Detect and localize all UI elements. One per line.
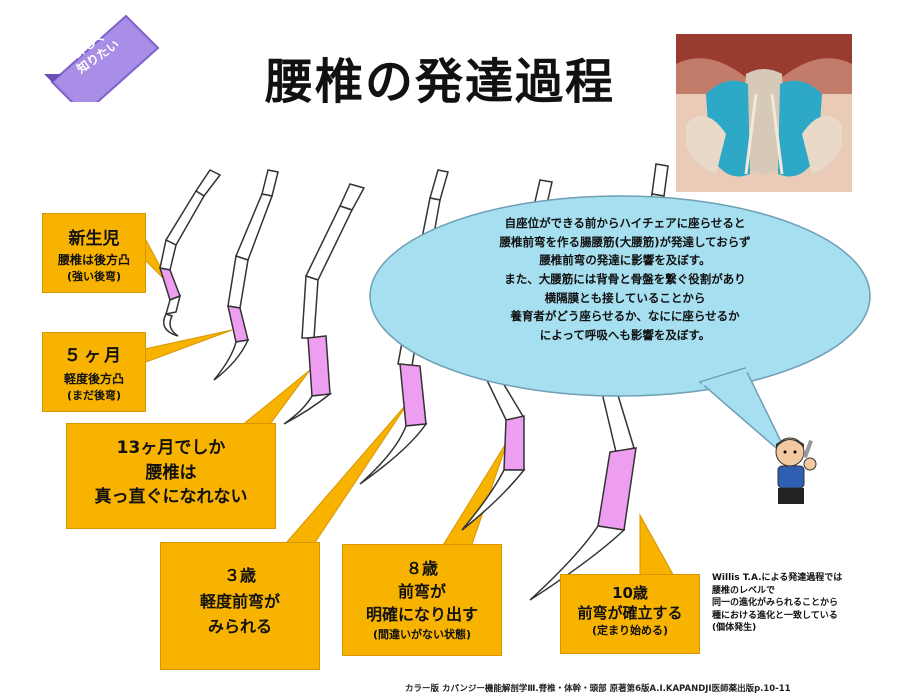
stage-five-months-line3: (まだ後弯): [66, 389, 122, 402]
ribbon-badge: [44, 14, 160, 102]
stage-eight-years-line1: ８歳: [405, 559, 438, 578]
note-line: 腰椎のレベルで: [712, 585, 776, 596]
stage-eight-years-line3: 明確になり出す: [365, 605, 478, 625]
three-years-callout-pointer: [278, 399, 411, 551]
bubble-line: また、大腰筋には背骨と骨盤を繋ぐ役割があり: [504, 271, 746, 286]
stage-eight-years-line2: 前弯が: [397, 582, 446, 602]
stage-five-months-heading: ５ヶ月: [64, 346, 124, 366]
willis-note: Willis T.A.による発達過程では 腰椎のレベルで 同一の進化がみられるこ…: [712, 572, 892, 635]
stage-newborn-line3: (強い後弯): [66, 270, 122, 283]
speech-bubble: [369, 195, 871, 461]
stage-ten-years-line2: 前弯が確立する: [577, 604, 683, 623]
stage-newborn-heading: 新生児: [68, 229, 120, 249]
note-line: 同一の進化がみられることから: [712, 598, 839, 609]
ten-years-callout-pointer: [639, 513, 676, 579]
stage-ten-years-line3: (定まり始める): [591, 623, 669, 637]
stage-five-months-box: ５ヶ月 軽度後方凸 (まだ後弯): [42, 332, 146, 412]
stage-thirteen-months-box: 13ヶ月でしか 腰椎は 真っ直ぐになれない: [66, 423, 276, 529]
bubble-line: によって呼吸へも影響を及ぼす。: [539, 327, 711, 342]
mascot-character-icon: [775, 437, 817, 504]
bubble-line: 腰椎前弯の発達に影響を及ぼす。: [539, 253, 711, 268]
page-title: 腰椎の発達過程: [265, 54, 616, 110]
source-citation: カラー版 カパンジー機能解剖学Ⅲ.脊椎・体幹・頭部 原著第6版A.I.KAPAN…: [405, 684, 791, 694]
stage-three-years-line2: 軽度前弯が: [199, 591, 280, 611]
note-line: Willis T.A.による発達過程では: [712, 573, 843, 583]
stage-three-years-line3: みられる: [207, 617, 272, 637]
stage-ten-years-box: 10歳 前弯が確立する (定まり始める): [560, 574, 700, 654]
stage-three-years-line1: ３歳: [223, 566, 256, 585]
stage-ten-years-line1: 10歳: [612, 584, 648, 602]
stage-newborn-line2: 腰椎は後方凸: [57, 253, 130, 267]
stage-thirteen-months-line2: 腰椎は: [145, 462, 197, 483]
stage-thirteen-months-line3: 真っ直ぐになれない: [94, 487, 248, 508]
bubble-line: 腰椎前弯を作る腸腰筋(大腰筋)が発達しておらず: [499, 234, 751, 249]
note-line: (個体発生): [712, 623, 757, 634]
pelvis-psoas-illustration: [676, 34, 852, 192]
spine-newborn: [158, 169, 222, 337]
stage-three-years-box: ３歳 軽度前弯が みられる: [160, 542, 320, 670]
stage-five-months-line2: 軽度後方凸: [63, 372, 124, 386]
stage-eight-years-box: ８歳 前弯が 明確になり出す (間違いがない状態): [342, 544, 502, 656]
spine-thirteen-months: [283, 183, 366, 425]
speech-bubble-text: 自座位ができる前からハイチェアに座らせると 腰椎前弯を作る腸腰筋(大腰筋)が発達…: [420, 214, 830, 344]
spine-five-months: [213, 169, 279, 381]
stage-eight-years-line4: (間違いがない状態): [372, 627, 472, 641]
bubble-line: 養育者がどう座らせるか、なにに座らせるか: [510, 309, 740, 324]
stage-newborn-box: 新生児 腰椎は後方凸 (強い後弯): [42, 213, 146, 293]
note-line: 種における進化と一致している: [712, 610, 838, 621]
bubble-line: 横隔膜とも接していることから: [544, 290, 706, 305]
bubble-line: 自座位ができる前からハイチェアに座らせると: [504, 216, 746, 230]
five-months-callout-pointer: [139, 329, 233, 363]
stage-thirteen-months-line1: 13ヶ月でしか: [116, 438, 226, 458]
